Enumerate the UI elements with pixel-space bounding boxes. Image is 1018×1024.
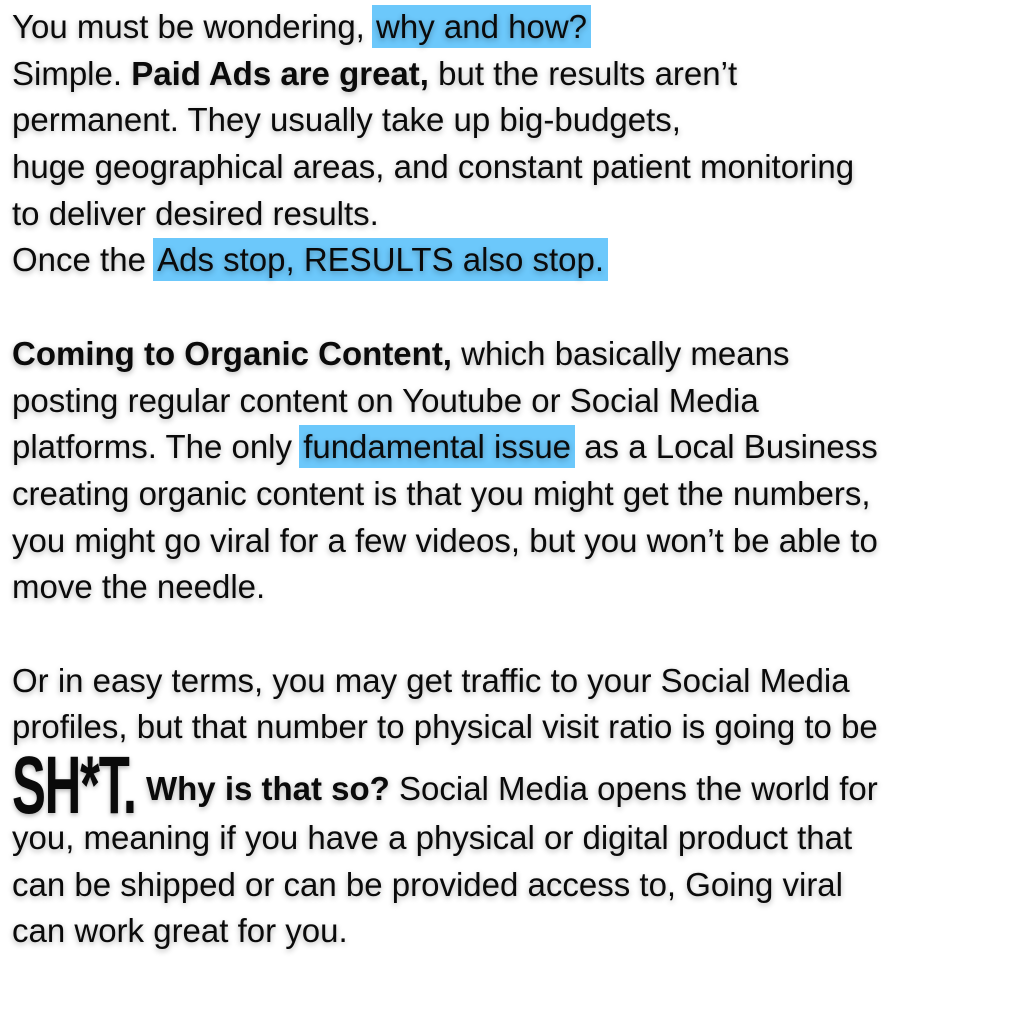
text-line: SH*T.Why is that so? Social Media opens … — [12, 745, 1018, 827]
text-line: Once the Ads stop, RESULTS also stop. — [12, 237, 1018, 284]
text-segment: you might go viral for a few videos, but… — [12, 521, 878, 559]
text-segment: can work great for you. — [12, 912, 348, 950]
text-line: Simple. Paid Ads are great, but the resu… — [12, 51, 1018, 98]
text-segment: platforms. The only — [12, 428, 302, 466]
text-segment: You must be wondering, — [12, 8, 375, 45]
highlighted-text: fundamental issue — [299, 425, 576, 469]
text-line: to deliver desired results. — [12, 191, 1018, 238]
text-segment: can be shipped or can be provided access… — [12, 865, 843, 903]
text-line: permanent. They usually take up big-budg… — [12, 97, 1018, 144]
text-segment: huge geographical areas, and constant pa… — [12, 148, 855, 186]
bold-text: Why is that so? — [146, 770, 390, 807]
bold-text: Paid Ads are great, — [131, 54, 429, 92]
text-segment: permanent. They usually take up big-budg… — [12, 101, 681, 139]
text-line: can be shipped or can be provided access… — [12, 862, 1018, 909]
emphasis-heading: SH*T. — [12, 740, 137, 831]
text-line: platforms. The only fundamental issue as… — [12, 424, 1018, 471]
text-line: Coming to Organic Content, which basical… — [12, 331, 1018, 378]
text-segment: move the needle. — [12, 568, 266, 606]
text-segment: to deliver desired results. — [12, 194, 379, 232]
text-line: posting regular content on Youtube or So… — [12, 378, 1018, 425]
article-body: You must be wondering, why and how?Simpl… — [12, 4, 1018, 955]
text-line: creating organic content is that you mig… — [12, 471, 1018, 518]
bold-text: Coming to Organic Content, — [12, 334, 452, 372]
text-segment: posting regular content on Youtube or So… — [12, 381, 759, 419]
text-segment: profiles, but that number to physical vi… — [12, 708, 878, 746]
text-line: huge geographical areas, and constant pa… — [12, 144, 1018, 191]
text-segment: as a Local Business — [575, 428, 878, 466]
text-line: You must be wondering, why and how? — [12, 4, 1018, 51]
highlighted-text: Ads stop, RESULTS also stop. — [153, 238, 609, 282]
text-segment: Social Media opens the world for — [389, 770, 878, 807]
paragraph-spacer — [12, 284, 1018, 331]
text-line: profiles, but that number to physical vi… — [12, 704, 1018, 751]
text-segment: Or in easy terms, you may get traffic to… — [12, 661, 850, 699]
text-segment: you, meaning if you have a physical or d… — [12, 819, 853, 856]
text-line: move the needle. — [12, 564, 1018, 611]
text-line: can work great for you. — [12, 908, 1018, 955]
text-segment: Once the — [12, 241, 156, 279]
text-segment: creating organic content is that you mig… — [12, 474, 871, 512]
paragraph-spacer — [12, 611, 1018, 658]
text-line: you, meaning if you have a physical or d… — [12, 815, 1018, 862]
text-line: you might go viral for a few videos, but… — [12, 518, 1018, 565]
text-segment: which basically means — [451, 334, 790, 372]
text-segment: but the results aren’t — [428, 54, 738, 92]
text-line: Or in easy terms, you may get traffic to… — [12, 658, 1018, 705]
text-segment: Simple. — [12, 54, 132, 92]
highlighted-text: why and how? — [372, 5, 592, 48]
